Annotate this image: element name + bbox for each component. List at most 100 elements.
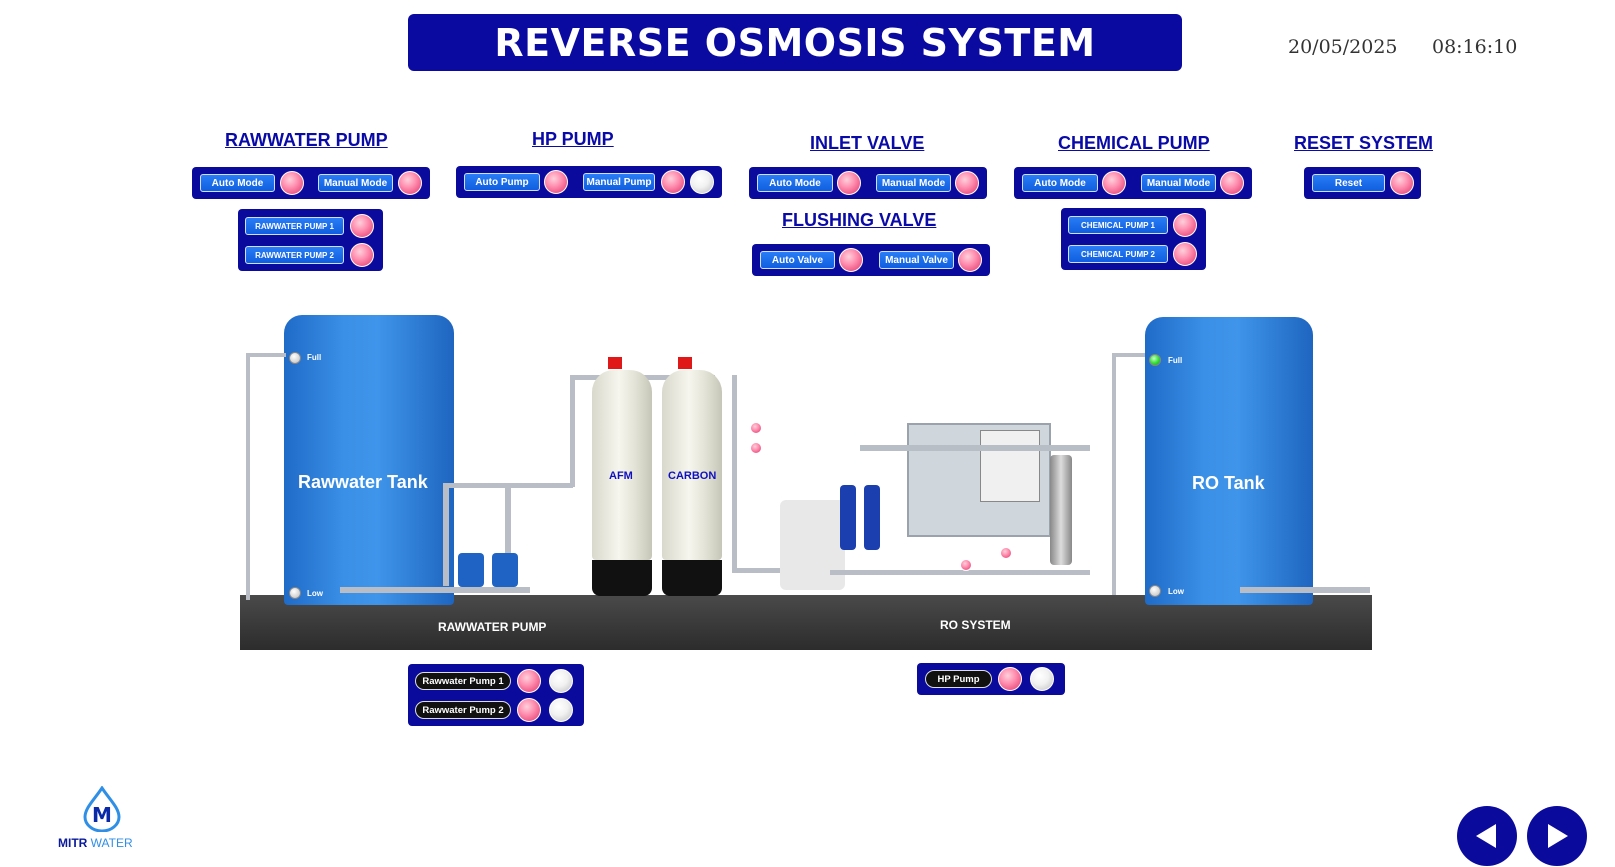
ro-tank-level-pipe bbox=[1112, 355, 1116, 595]
rawwater-pump-mode-panel: Auto Mode Manual Mode bbox=[192, 167, 430, 199]
carbon-vessel-base bbox=[662, 560, 722, 596]
raw-tank-low-label: Low bbox=[307, 589, 323, 598]
hp-pump-stop-indicator bbox=[1030, 667, 1054, 691]
rawwater-auto-mode-button[interactable]: Auto Mode bbox=[200, 174, 275, 192]
pump-riser-1 bbox=[443, 486, 449, 586]
next-page-button[interactable] bbox=[1527, 806, 1587, 866]
rawwater-pump2-run-indicator bbox=[517, 698, 541, 722]
chemical-dosing-tank bbox=[780, 500, 845, 590]
rawwater-pump-title: RAWWATER PUMP bbox=[225, 130, 388, 150]
chemical-pump-title: CHEMICAL PUMP bbox=[1058, 133, 1210, 153]
ro-membrane-housing bbox=[860, 445, 1090, 451]
rawwater-pump2-stop-indicator bbox=[549, 698, 573, 722]
afm-vessel bbox=[592, 370, 652, 560]
hp-manual-indicator bbox=[661, 170, 685, 194]
hp-pump-title: HP PUMP bbox=[532, 129, 614, 149]
hp-pump-status-panel: HP Pump bbox=[917, 663, 1065, 695]
chemical-pump1-button[interactable]: CHEMICAL PUMP 1 bbox=[1068, 216, 1168, 234]
ro-outlet-pipe bbox=[1240, 587, 1370, 593]
rawwater-auto-indicator bbox=[280, 171, 304, 195]
inlet-auto-mode-button[interactable]: Auto Mode bbox=[757, 174, 833, 192]
pump-riser-2 bbox=[505, 486, 511, 586]
flushing-valve-indicator bbox=[750, 442, 762, 454]
chemical-pump1-indicator bbox=[1173, 213, 1197, 237]
raw-tank-full-label: Full bbox=[307, 353, 322, 362]
rawwater-pump-area-label: RAWWATER PUMP bbox=[438, 620, 547, 634]
afm-vessel-base bbox=[592, 560, 652, 596]
previous-page-button[interactable] bbox=[1457, 806, 1517, 866]
rawwater-pump2-indicator bbox=[350, 243, 374, 267]
hp-auto-indicator bbox=[544, 170, 568, 194]
ro-tank-low-sensor bbox=[1149, 585, 1161, 597]
raw-tank-low-sensor bbox=[289, 587, 301, 599]
brand-name-bold: MITR bbox=[58, 836, 88, 850]
ro-tank-label: RO Tank bbox=[1192, 473, 1265, 493]
ro-tank-full-sensor bbox=[1149, 354, 1161, 366]
cartridge-filter-2 bbox=[864, 485, 880, 550]
brand-name: MITR WATER bbox=[58, 836, 133, 850]
filter-outlet-pipe bbox=[732, 375, 737, 573]
arrow-right-icon bbox=[1548, 824, 1568, 848]
reset-indicator bbox=[1390, 171, 1414, 195]
arrow-left-icon bbox=[1476, 824, 1496, 848]
afm-valve-head bbox=[608, 357, 622, 369]
hp-manual-off-indicator bbox=[690, 170, 714, 194]
hp-pump-mode-panel: Auto Pump Manual Pump bbox=[456, 166, 722, 198]
raw-outlet-pipe bbox=[340, 587, 530, 593]
ro-control-panel bbox=[980, 430, 1040, 502]
chemical-pump-select-panel: CHEMICAL PUMP 1 CHEMICAL PUMP 2 bbox=[1061, 208, 1206, 270]
brand-name-light: WATER bbox=[90, 836, 133, 850]
hp-auto-pump-button[interactable]: Auto Pump bbox=[464, 173, 540, 191]
inlet-manual-indicator bbox=[955, 171, 979, 195]
inlet-valve-title: INLET VALVE bbox=[810, 133, 925, 153]
chemical-auto-mode-button[interactable]: Auto Mode bbox=[1022, 174, 1098, 192]
chemical-pump2-button[interactable]: CHEMICAL PUMP 2 bbox=[1068, 245, 1168, 263]
hp-manual-pump-button[interactable]: Manual Pump bbox=[583, 173, 655, 191]
flushing-valve-mode-panel: Auto Valve Manual Valve bbox=[752, 244, 990, 276]
rawwater-pump1-stop-indicator bbox=[549, 669, 573, 693]
flushing-manual-indicator bbox=[958, 248, 982, 272]
reset-panel: Reset bbox=[1304, 167, 1421, 199]
rawwater-pump-status-panel: Rawwater Pump 1 Rawwater Pump 2 bbox=[408, 664, 584, 726]
carbon-label: CARBON bbox=[668, 470, 717, 482]
reset-button[interactable]: Reset bbox=[1312, 174, 1385, 192]
process-diagram: Full Low Rawwater Tank RAWWATER PUMP AFM… bbox=[240, 315, 1372, 650]
hp-pump-run-indicator bbox=[998, 667, 1022, 691]
hp-pump-status-label: HP Pump bbox=[925, 670, 992, 688]
rawwater-pump1-button[interactable]: RAWWATER PUMP 1 bbox=[245, 217, 344, 235]
water-drop-icon: M bbox=[83, 786, 121, 832]
carbon-vessel bbox=[662, 370, 722, 560]
ro-bottom-pipe bbox=[830, 570, 1090, 575]
afm-label: AFM bbox=[609, 470, 633, 482]
flushing-manual-valve-button[interactable]: Manual Valve bbox=[879, 251, 954, 269]
hp-pump-unit bbox=[1050, 455, 1072, 565]
raw-tank-pipe-top bbox=[246, 353, 286, 357]
filter-feed-riser bbox=[570, 377, 575, 487]
rawwater-manual-mode-button[interactable]: Manual Mode bbox=[318, 174, 393, 192]
rawwater-pump1-status-label: Rawwater Pump 1 bbox=[415, 672, 511, 690]
rawwater-pump2-status-label: Rawwater Pump 2 bbox=[415, 701, 511, 719]
rawwater-tank-label: Rawwater Tank bbox=[298, 472, 428, 492]
raw-tank-full-sensor bbox=[289, 352, 301, 364]
chemical-manual-indicator bbox=[1220, 171, 1244, 195]
chemical-manual-mode-button[interactable]: Manual Mode bbox=[1141, 174, 1216, 192]
ro-valve-indicator-2 bbox=[1000, 547, 1012, 559]
inlet-valve-indicator bbox=[750, 422, 762, 434]
ro-tank-low-label: Low bbox=[1168, 587, 1184, 596]
rawwater-pump1-indicator bbox=[350, 214, 374, 238]
pump-header-pipe bbox=[443, 483, 573, 488]
flushing-auto-valve-button[interactable]: Auto Valve bbox=[760, 251, 835, 269]
cartridge-filter-1 bbox=[840, 485, 856, 550]
rawwater-pump2-button[interactable]: RAWWATER PUMP 2 bbox=[245, 246, 344, 264]
ro-tank bbox=[1145, 317, 1313, 605]
ro-feed-pipe bbox=[732, 568, 822, 573]
date-display: 20/05/2025 bbox=[1288, 36, 1398, 58]
rawwater-manual-indicator bbox=[398, 171, 422, 195]
ro-tank-full-label: Full bbox=[1168, 356, 1183, 365]
carbon-valve-head bbox=[678, 357, 692, 369]
brand-logo: M MITR WATER bbox=[58, 786, 148, 856]
inlet-manual-mode-button[interactable]: Manual Mode bbox=[876, 174, 951, 192]
ro-system-label: RO SYSTEM bbox=[940, 618, 1011, 632]
chemical-auto-indicator bbox=[1102, 171, 1126, 195]
rawwater-pump-1 bbox=[458, 553, 484, 587]
